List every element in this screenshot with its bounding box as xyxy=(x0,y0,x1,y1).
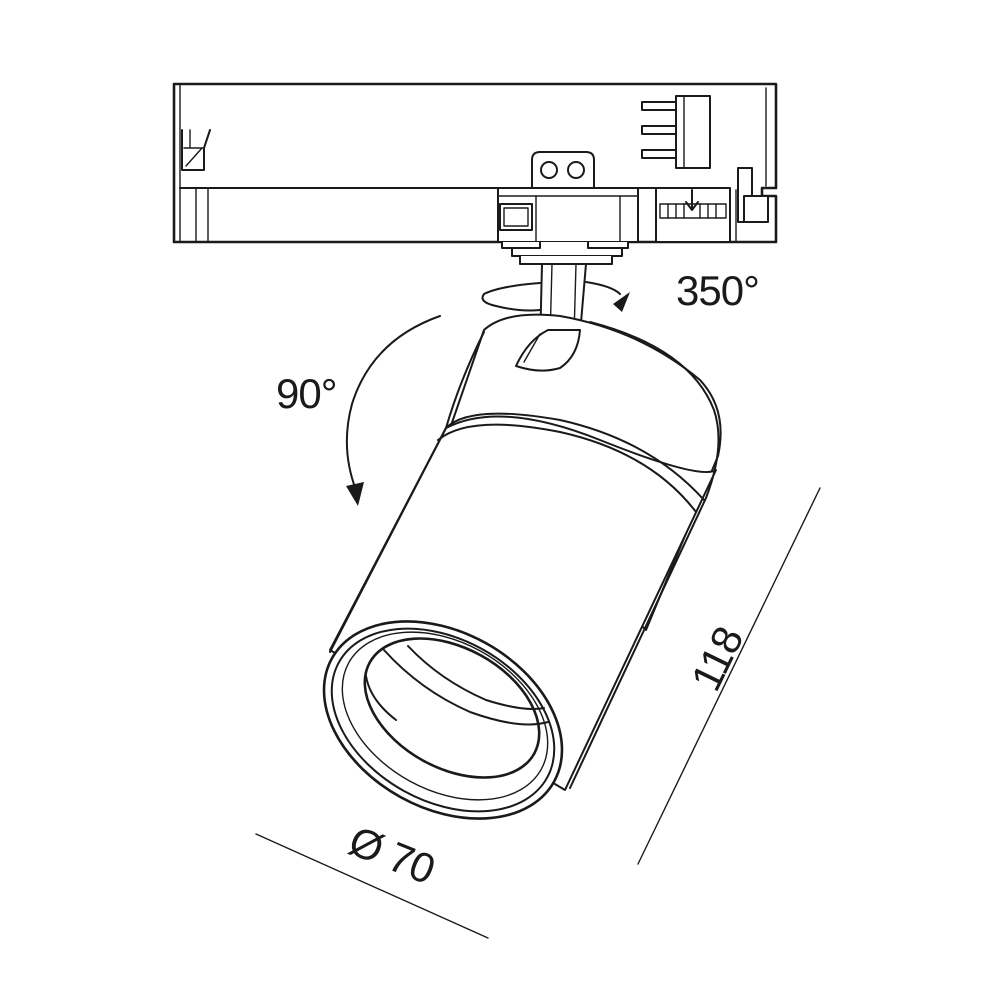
contact-pins xyxy=(641,95,711,169)
front-bezel xyxy=(322,620,564,820)
bezel-ring-2 xyxy=(330,627,556,813)
reflector-inner-edge-2 xyxy=(407,645,545,710)
body-ring-upper xyxy=(445,412,705,501)
tilt-arrow-head xyxy=(346,482,364,506)
mounting-hole-right xyxy=(567,161,585,179)
mounting-tab xyxy=(531,151,595,189)
bezel-ring-3 xyxy=(341,631,549,801)
left-contact-bracket xyxy=(181,129,211,171)
stem-cutout xyxy=(515,329,581,372)
socket-bottom-cap xyxy=(501,241,629,265)
tilt-rotation-arrow xyxy=(345,315,441,506)
locking-wheel xyxy=(655,187,731,243)
mounting-hole-left xyxy=(540,161,558,179)
pan-rotation-arrow xyxy=(481,281,630,312)
tilt-rotation-label: 90° xyxy=(276,370,337,417)
diameter-dimension-line xyxy=(255,833,489,939)
reflector-inner-edge xyxy=(383,649,549,726)
length-dimension-label: 118 xyxy=(682,620,752,698)
reflector-left-curve xyxy=(365,675,397,721)
pan-rotation-label: 350° xyxy=(676,267,759,314)
diameter-dimension-label: Ø 70 xyxy=(343,817,441,893)
central-socket xyxy=(497,187,639,243)
length-dimension-line xyxy=(637,487,821,865)
track-adapter xyxy=(172,82,778,265)
reflector-outer xyxy=(363,637,541,779)
pan-arrow-head xyxy=(613,292,630,312)
body-ring-lower xyxy=(437,423,697,513)
end-latch xyxy=(735,167,769,243)
